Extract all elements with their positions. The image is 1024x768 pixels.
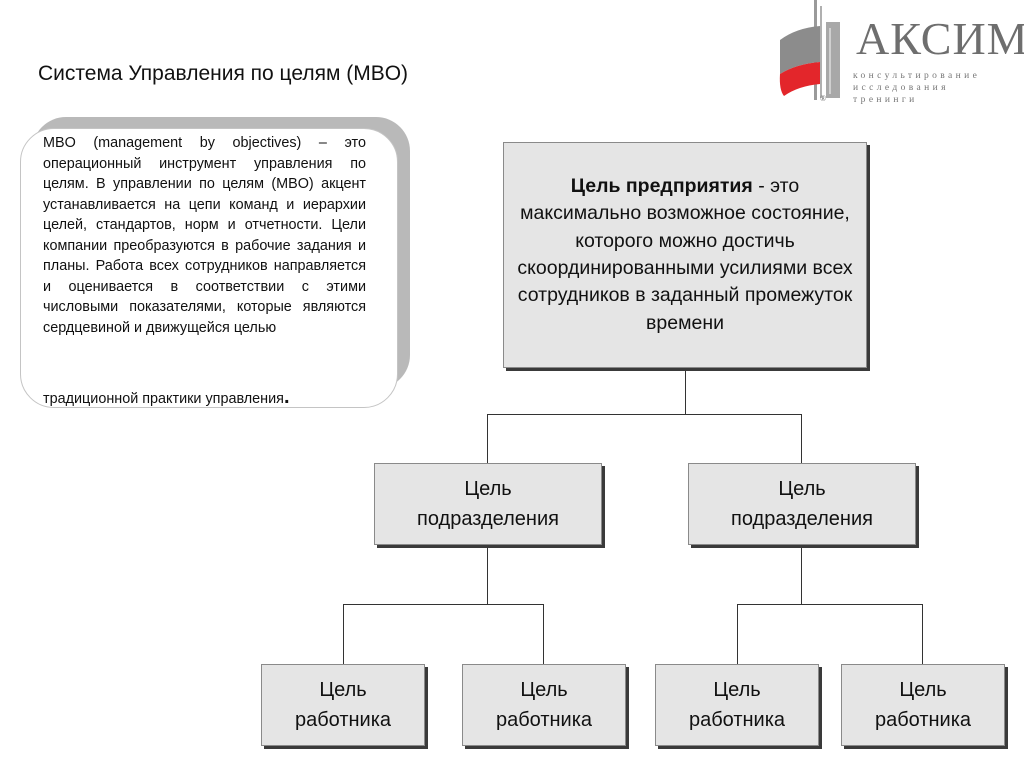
employee-goal-box: Цель работника: [261, 664, 425, 746]
slide-title: Система Управления по целям (MBO): [38, 62, 409, 85]
connector-right-drop-2: [922, 604, 923, 664]
registered-mark: ®: [820, 94, 826, 103]
connector-left-drop-2: [543, 604, 544, 664]
logo-line-consulting: консультирование: [853, 71, 981, 81]
description-last-mark: .: [283, 386, 290, 408]
description-last-line: традиционной практики управления.: [43, 386, 290, 409]
connector-top-vertical: [685, 368, 686, 415]
enterprise-goal-term: Цель предприятия: [570, 174, 753, 197]
description-text: MBO (management by objectives) – это опе…: [43, 135, 366, 336]
employee-goal-box: Цель работника: [655, 664, 819, 746]
connector-division-right-drop: [801, 414, 802, 464]
employee-goal-box: Цель работника: [841, 664, 1005, 746]
employee-goal-box: Цель работника: [462, 664, 626, 746]
enterprise-goal-box: Цель предприятия - это максимально возмо…: [503, 142, 867, 368]
division-goal-label: Цель подразделения: [731, 478, 873, 530]
description-last-text: традиционной практики управления: [43, 391, 284, 407]
division-goal-box: Цель подразделения: [688, 463, 916, 545]
connector-right-vertical: [801, 545, 802, 605]
connector-right-drop-1: [737, 604, 738, 664]
enterprise-goal-text: Цель предприятия - это максимально возмо…: [512, 173, 858, 337]
logo-name: АКСИМА: [856, 13, 1024, 64]
logo-line-research: исследования: [853, 83, 949, 93]
logo-emblem-icon: ®: [779, 0, 840, 103]
employee-goal-label: Цель работника: [495, 679, 593, 731]
connector-left-horizontal: [343, 604, 544, 605]
connector-right-horizontal: [737, 604, 923, 605]
connector-division-left-drop: [487, 414, 488, 464]
connector-left-vertical: [487, 545, 488, 605]
enterprise-goal-definition: - это максимально возможное состояние, к…: [517, 174, 853, 334]
employee-goal-label: Цель работника: [688, 679, 786, 731]
connector-top-horizontal: [487, 414, 802, 415]
employee-goal-label: Цель работника: [294, 679, 392, 731]
connector-left-drop-1: [343, 604, 344, 664]
division-goal-box: Цель подразделения: [374, 463, 602, 545]
logo-line-trainings: тренинги: [853, 95, 918, 105]
employee-goal-label: Цель работника: [874, 679, 972, 731]
division-goal-label: Цель подразделения: [417, 478, 559, 530]
description-card: [20, 128, 398, 408]
